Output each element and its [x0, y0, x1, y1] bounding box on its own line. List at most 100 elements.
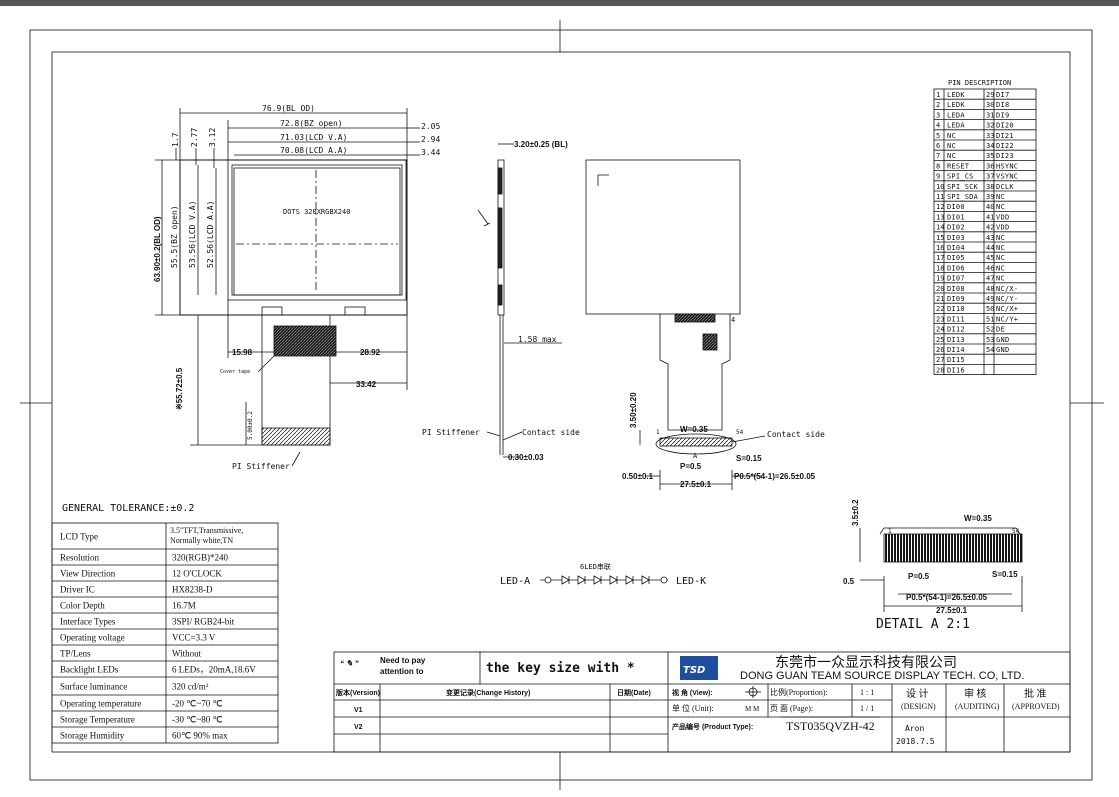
spec-label: Operating temperature: [60, 699, 141, 709]
back-outline: [585, 159, 741, 315]
spec-value: -30 ℃~80 ℃: [172, 715, 223, 725]
spec-label: Color Depth: [60, 601, 105, 611]
pin-name: NC: [996, 244, 1005, 252]
audit-cn: 审 核: [964, 687, 987, 700]
version-v2: V2: [354, 724, 363, 731]
detail-title: DETAIL A 2:1: [876, 617, 970, 632]
pin-name: VDD: [996, 224, 1009, 232]
pin-name: NC: [947, 142, 956, 150]
pin-number: 40: [986, 203, 994, 211]
spec-label: LCD Type: [60, 532, 98, 542]
design-cn: 设 计: [906, 687, 929, 700]
contact-side-label-1: Contact side: [522, 428, 580, 437]
pin-number: 34: [986, 142, 994, 150]
pin-name: DI14: [947, 346, 965, 354]
dim-pitch: P0.5*(54-1)=26.5±0.05: [734, 472, 816, 481]
pin-name: DI13: [947, 336, 965, 344]
dim-fpc-length: ※55.72±0.5: [175, 367, 184, 410]
pin-name: DI09: [947, 295, 965, 303]
spec-value-2: Normally white,TN: [170, 536, 233, 545]
view-label: 视 角 (View):: [672, 688, 713, 697]
led-diode: [641, 575, 650, 585]
pin-name: DI23: [996, 152, 1014, 160]
pin-table-title: PIN DESCRIPTION: [948, 79, 1011, 87]
spec-value: 60℃ 90% max: [172, 731, 228, 741]
pi-stiffener-label-2: PI Stiffener: [422, 428, 480, 437]
spec-label: Backlight LEDs: [60, 665, 119, 675]
proportion-label: 比例(Proportion):: [770, 687, 828, 697]
key-size-note: the key size with *: [486, 661, 635, 676]
led-diode: [609, 575, 618, 585]
pin-name: NC: [996, 193, 1005, 201]
pin-name: DI08: [947, 285, 965, 293]
detail-54: 54: [1012, 528, 1020, 535]
led-diode: [593, 575, 602, 585]
unit-value: M M: [745, 705, 760, 713]
dim-2-94: 2.94: [421, 135, 440, 144]
bz-open: [227, 159, 407, 301]
pin-name: SPI_CS: [947, 173, 973, 181]
pin-number: 43: [986, 234, 994, 242]
pin-name: NC: [996, 264, 1005, 272]
pin-name: DI00: [947, 203, 965, 211]
dim-p-05: P=0.5: [680, 462, 702, 471]
spec-value: HX8238-D: [172, 585, 213, 595]
dim-overall-width: 76.9(BL OD): [262, 104, 315, 113]
pin-number: 53: [986, 336, 994, 344]
dim-s-015: S=0.15: [736, 454, 762, 463]
need-to-pay: Need to pay: [380, 656, 426, 665]
leader-line: [731, 435, 766, 443]
contact-side-label-2: Contact side: [767, 430, 825, 439]
pin-name: DI02: [947, 224, 965, 232]
spec-value: VCC=3.3 V: [172, 633, 216, 643]
pin-number: 14: [936, 224, 944, 232]
leader-line: [502, 431, 523, 441]
pin-name: DE: [996, 326, 1005, 334]
pin-name: DI06: [947, 264, 965, 272]
pin-number: 19: [936, 275, 944, 283]
pin-number: 45: [986, 254, 994, 262]
view-arrow: [477, 209, 491, 227]
pin-number: 3: [936, 111, 940, 119]
leader-line: [486, 431, 501, 437]
side-view: [477, 143, 562, 458]
dim-4: 4: [731, 316, 735, 324]
detail-outline: [879, 527, 1021, 535]
tab-right: [344, 306, 366, 316]
pin-number: 50: [986, 305, 994, 313]
dim-aa-width: 70.08(LCD A.A): [280, 146, 347, 155]
detail-s: S=0.15: [992, 570, 1018, 579]
pin-name: DI04: [947, 244, 965, 252]
pin-name: LEDK: [947, 91, 965, 99]
dim-0-50: 0.50±0.1: [622, 472, 654, 481]
pin-number: 7: [936, 152, 940, 160]
pin-number: 24: [936, 326, 944, 334]
spec-value: -20 ℃~70 ℃: [172, 699, 223, 709]
pin-name: VSYNC: [996, 173, 1018, 181]
pin-number: 10: [936, 183, 944, 191]
dim-3-12: 3.12: [208, 128, 217, 147]
pin-number: 44: [986, 244, 994, 252]
pin-number: 1: [936, 91, 940, 99]
version-header: 版本(Version): [336, 688, 380, 697]
spec-label: Interface Types: [60, 617, 116, 627]
design-date: 2018.7.5: [896, 737, 935, 746]
title-block: [333, 651, 1071, 753]
pin-name: NC/Y-: [996, 295, 1018, 303]
side-part: [497, 284, 503, 306]
page-value: 1 / 1: [860, 704, 874, 713]
side-part: [497, 207, 503, 269]
pin-number: 6: [936, 142, 940, 150]
spec-value: 16.7M: [172, 601, 196, 611]
pin-number: 30: [986, 101, 994, 109]
spec-value: 12 O'CLOCK: [172, 569, 222, 579]
back-connector: [674, 313, 716, 323]
dim-bz-width: 72.8(BZ open): [280, 119, 343, 128]
spec-table-grid: [51, 522, 279, 744]
pin-name: SPI_SDA: [947, 193, 979, 201]
page-label: 页 面 (Page):: [770, 704, 813, 713]
pin-number: 21: [936, 295, 944, 303]
